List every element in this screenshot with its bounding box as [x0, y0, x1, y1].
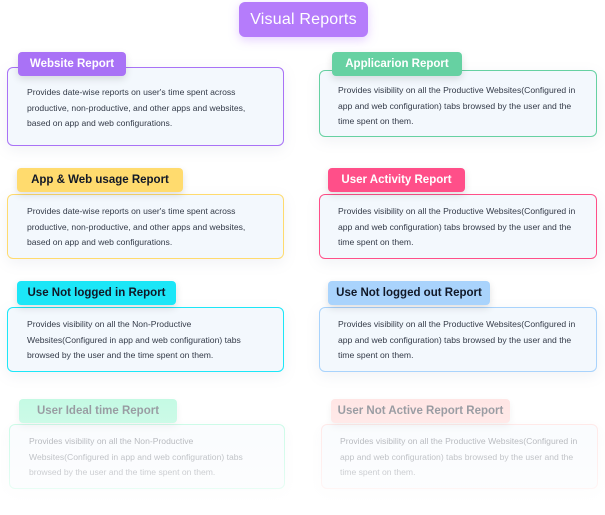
report-description-not-active: Provides visibility on all the Productiv… [340, 436, 578, 477]
report-description-not-logged-out: Provides visibility on all the Productiv… [338, 319, 576, 360]
report-description-website: Provides date-wise reports on user's tim… [27, 87, 246, 128]
report-tag-not-logged-out[interactable]: Use Not logged out Report [328, 281, 490, 305]
report-tag-not-logged-in[interactable]: Use Not logged in Report [17, 281, 176, 305]
report-tag-ideal-time[interactable]: User Ideal time Report [19, 399, 177, 423]
report-description-not-logged-in: Provides visibility on all the Non-Produ… [27, 319, 241, 360]
report-card-website [7, 67, 284, 146]
report-tag-not-active[interactable]: User Not Active Report Report [331, 399, 510, 423]
report-tag-app-web-usage[interactable]: App & Web usage Report [17, 168, 183, 192]
report-card-not-logged-in [7, 307, 284, 372]
report-description-user-activity: Provides visibility on all the Productiv… [338, 206, 576, 247]
report-card-not-logged-out [319, 307, 597, 372]
report-card-applicarion [319, 70, 597, 137]
page-title: Visual Reports [239, 2, 368, 37]
report-tag-user-activity[interactable]: User Activity Report [328, 168, 465, 192]
report-description-applicarion: Provides visibility on all the Productiv… [338, 85, 576, 126]
report-tag-website[interactable]: Website Report [18, 52, 126, 76]
report-tag-applicarion[interactable]: Applicarion Report [332, 52, 462, 76]
report-card-user-activity [319, 194, 597, 259]
report-description-app-web-usage: Provides date-wise reports on user's tim… [27, 206, 246, 247]
report-description-ideal-time: Provides visibility on all the Non-Produ… [29, 436, 243, 477]
report-card-app-web-usage [7, 194, 284, 259]
